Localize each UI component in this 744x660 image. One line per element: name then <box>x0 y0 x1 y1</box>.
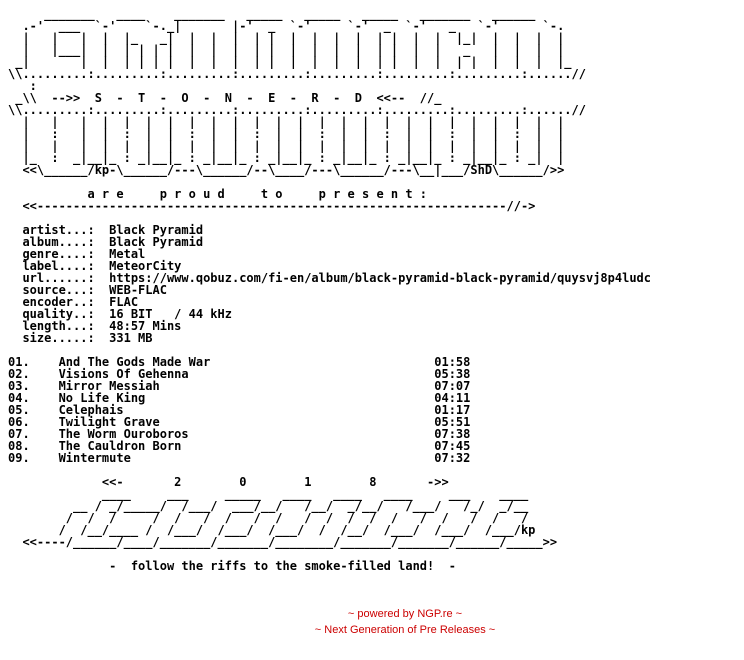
footer-powered-by: ~ powered by NGP.re ~ <box>347 608 463 620</box>
nfo-ascii-text: _______ ____ _______ _____ _____ _____ _… <box>8 7 651 573</box>
footer-tagline: ~ Next Generation of Pre Releases ~ <box>314 624 496 636</box>
